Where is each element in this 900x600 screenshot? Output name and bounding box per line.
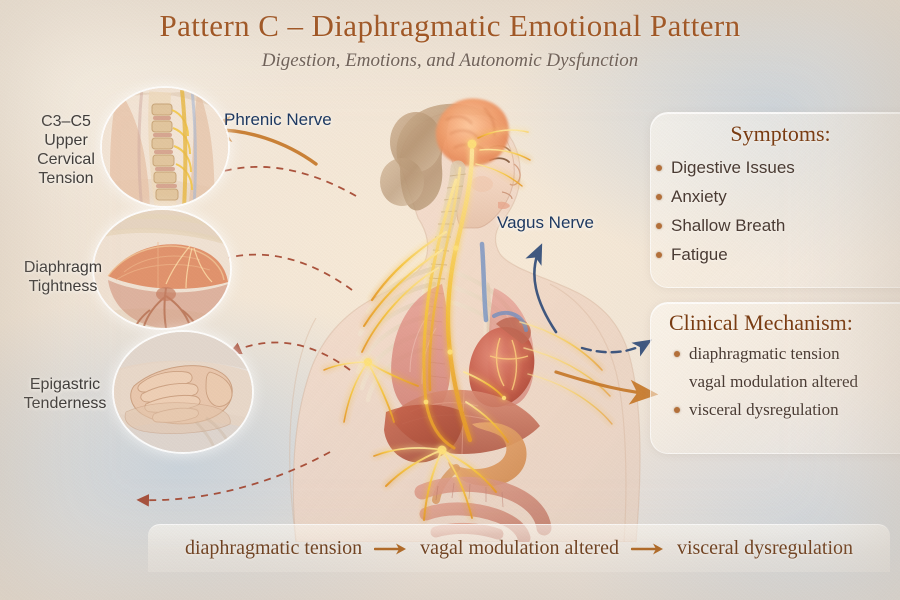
list-item: Shallow Breath xyxy=(649,211,900,240)
list-item: Anxiety xyxy=(649,182,900,211)
list-item: Fatigue xyxy=(649,240,900,269)
list-item: vagal modulation altered xyxy=(689,372,858,391)
inset-label-line: Diaphragm xyxy=(23,259,103,276)
nerve-ganglia xyxy=(364,139,507,455)
cervical-vertebrae xyxy=(148,91,179,206)
list-item: diaphragmatic tension xyxy=(667,340,900,368)
flow-step-3: visceral dysregulation xyxy=(676,537,854,559)
inset-label-line: Tenderness xyxy=(23,395,107,412)
inset-label-line: Tension xyxy=(38,170,94,187)
mechanism-list: diaphragmatic tension vagal modulation a… xyxy=(667,340,900,424)
mechanism-panel-title: Clinical Mechanism: xyxy=(669,310,853,335)
inset-epigastric-palpation[interactable] xyxy=(112,330,254,454)
hair xyxy=(380,103,502,211)
inset-label-cervical: C3–C5 Upper Cervical Tension xyxy=(18,112,114,188)
flow-step-1: diaphragmatic tension xyxy=(184,537,363,559)
arrow-right-icon xyxy=(374,543,407,554)
great-vessels xyxy=(479,241,528,332)
page-title: Pattern C – Diaphragmatic Emotional Patt… xyxy=(159,8,741,43)
symptoms-panel: Symptoms: Digestive Issues Anxiety Shall… xyxy=(650,112,900,288)
symptoms-panel-title: Symptoms: xyxy=(730,121,831,146)
clinical-mechanism-panel: Clinical Mechanism: diaphragmatic tensio… xyxy=(650,302,900,454)
label-phrenic-nerve: Phrenic Nerve xyxy=(224,110,332,129)
page-subtitle: Digestion, Emotions, and Autonomic Dysfu… xyxy=(261,50,639,71)
label-vagus-nerve: Vagus Nerve xyxy=(497,213,595,232)
inset-label-line: Epigastric xyxy=(29,376,101,393)
anatomy-illustration xyxy=(250,72,670,545)
symptoms-list: Digestive Issues Anxiety Shallow Breath … xyxy=(649,153,900,269)
inset-label-line: C3–C5 xyxy=(41,113,91,130)
inset-label-line: Cervical xyxy=(37,151,95,168)
flow-step-2: vagal modulation altered xyxy=(420,537,619,559)
flow-bar: diaphragmatic tension vagal modulation a… xyxy=(148,524,890,572)
arrow-right-icon xyxy=(630,543,663,554)
list-item: Digestive Issues xyxy=(649,153,900,182)
inset-cervical-spine[interactable] xyxy=(100,86,230,208)
inset-label-line: Tightness xyxy=(28,278,98,295)
inset-diaphragm[interactable] xyxy=(92,208,232,330)
list-item: visceral dysregulation xyxy=(667,396,900,424)
inset-label-epigastric: Epigastric Tenderness xyxy=(2,375,128,413)
inset-label-diaphragm: Diaphragm Tightness xyxy=(8,258,118,296)
inset-label-line: Upper xyxy=(44,132,88,149)
